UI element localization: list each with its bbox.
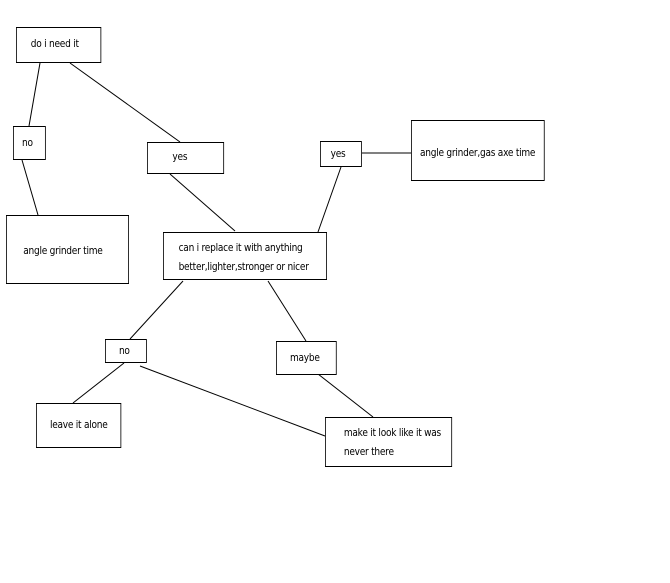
node-no-1-label: no (22, 136, 33, 149)
node-can-i-replace-it: can i replace it with anything better,li… (163, 232, 327, 280)
connector-yes-to-replace (169, 173, 236, 232)
connector-need-to-yes (69, 62, 181, 143)
node-yes-2-label: yes (330, 147, 346, 160)
node-do-i-need-it-label: do i need it (30, 37, 79, 50)
node-can-i-replace-it-line2: better,lighter,stronger or nicer (178, 260, 309, 273)
node-make-it-look-like-line2: never there (343, 445, 394, 458)
node-angle-grinder-time: angle grinder time (6, 215, 129, 284)
node-maybe-label: maybe (289, 351, 320, 364)
node-make-it-look-like: make it look like it was never there (325, 417, 453, 467)
node-make-it-look-like-line1: make it look like it was (343, 426, 441, 439)
node-do-i-need-it: do i need it (16, 27, 102, 63)
node-angle-grinder-gas-axe-time: angle grinder,gas axe time (411, 120, 545, 181)
node-no-2-label: no (118, 344, 130, 357)
node-no-2: no (105, 339, 147, 363)
node-angle-grinder-time-label: angle grinder time (23, 244, 103, 257)
connector-replace-to-yes2 (317, 166, 342, 233)
node-yes-1: yes (147, 142, 225, 174)
node-can-i-replace-it-line1: can i replace it with anything (178, 241, 303, 254)
node-yes-1-label: yes (172, 150, 188, 163)
node-maybe: maybe (276, 341, 337, 375)
connector-maybe-to-make (317, 373, 374, 418)
node-yes-2: yes (320, 141, 362, 167)
connector-need-to-no (28, 62, 41, 127)
connector-no2-to-leave (72, 362, 125, 404)
connector-replace-to-no2 (129, 280, 184, 340)
connector-no-to-grinder (21, 159, 39, 216)
node-leave-it-alone-label: leave it alone (49, 418, 108, 431)
node-leave-it-alone: leave it alone (36, 403, 122, 448)
connector-replace-to-maybe (267, 280, 307, 342)
node-no-1: no (13, 126, 46, 160)
node-angle-grinder-gas-axe-time-label: angle grinder,gas axe time (420, 146, 536, 159)
connector-no2-to-make (139, 365, 326, 437)
